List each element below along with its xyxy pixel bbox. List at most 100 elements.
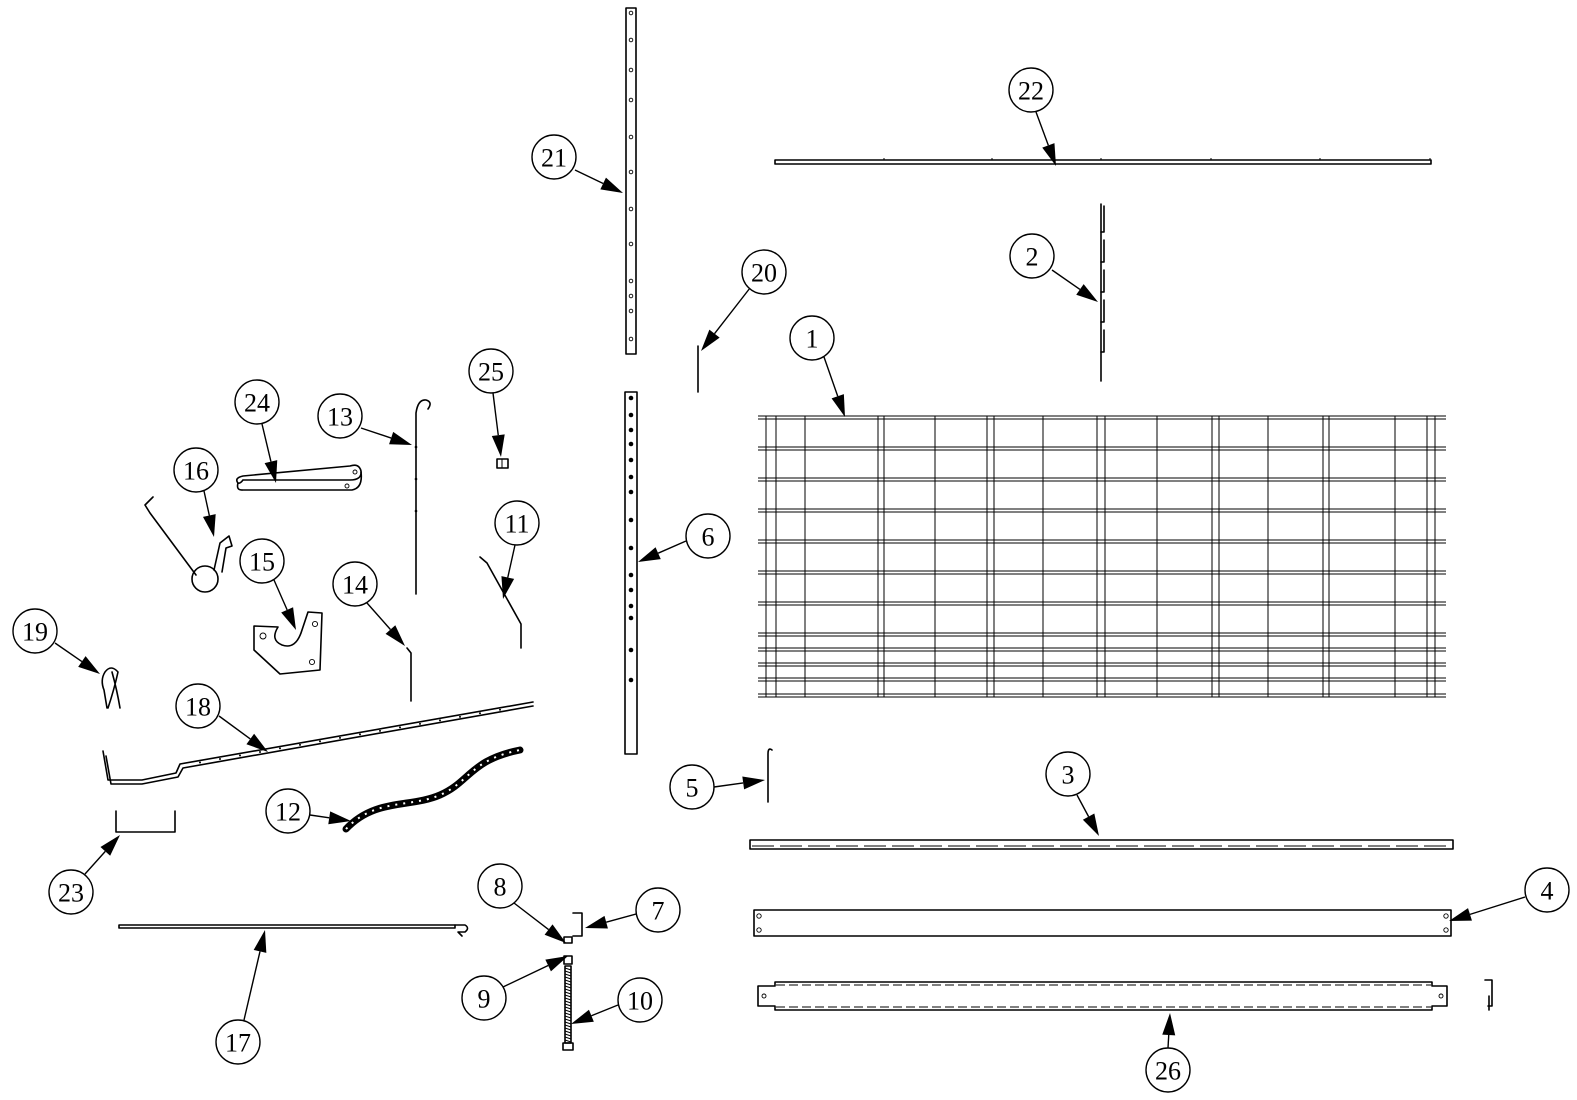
balloon-5: 5	[669, 764, 715, 810]
balloon-2: 2	[1009, 233, 1055, 279]
leader-line-25	[492, 392, 499, 436]
balloon-10: 10	[617, 977, 663, 1023]
balloon-label-9: 9	[478, 985, 491, 1014]
arrowhead-24	[264, 460, 278, 483]
balloon-label-26: 26	[1155, 1057, 1181, 1086]
balloon-label-7: 7	[652, 897, 665, 926]
arrowhead-14	[385, 625, 405, 646]
balloon-circle-18	[175, 683, 221, 729]
leader-line-21	[574, 169, 604, 185]
leader-line-20	[713, 287, 751, 335]
balloon-circle-25	[468, 348, 514, 394]
balloon-circle-22	[1008, 67, 1054, 113]
balloon-23: 23	[48, 869, 94, 915]
balloon-label-6: 6	[702, 523, 715, 552]
part-3-flat-bar	[749, 839, 1454, 850]
balloon-label-18: 18	[185, 693, 211, 722]
balloon-label-23: 23	[58, 879, 84, 908]
leader-line-2	[1051, 269, 1081, 291]
part-23-u-channel	[115, 810, 176, 833]
leader-line-17	[243, 951, 261, 1021]
balloon-17: 17	[215, 1019, 261, 1065]
part-5-hook	[767, 748, 773, 803]
balloon-label-20: 20	[751, 259, 777, 288]
leader-line-11	[507, 544, 516, 578]
balloon-label-25: 25	[478, 358, 504, 387]
balloon-circle-1	[789, 315, 835, 361]
part-25-block	[496, 458, 509, 469]
leader-line-19	[54, 642, 83, 663]
balloon-1: 1	[789, 315, 835, 361]
balloon-16: 16	[173, 447, 219, 493]
part-6-upright	[624, 391, 638, 755]
arrowhead-11	[501, 576, 515, 599]
arrowhead-16	[202, 514, 216, 537]
part-14-hook-rod	[406, 647, 412, 702]
balloon-label-17: 17	[225, 1029, 251, 1058]
balloon-9: 9	[461, 975, 507, 1021]
arrowhead-1	[831, 394, 845, 417]
balloon-label-16: 16	[183, 457, 209, 486]
balloon-circle-13	[317, 393, 363, 439]
balloon-label-19: 19	[22, 618, 48, 647]
arrowhead-19	[78, 656, 100, 674]
balloon-label-2: 2	[1026, 243, 1039, 272]
balloon-13: 13	[317, 393, 363, 439]
arrowhead-25	[491, 434, 505, 457]
arrowhead-2	[1076, 284, 1098, 302]
leader-line-15	[273, 579, 288, 611]
arrowhead-10	[571, 1009, 594, 1024]
leader-line-5	[713, 782, 744, 788]
leader-arrows	[54, 111, 1526, 1049]
balloon-18: 18	[175, 683, 221, 729]
balloon-circle-17	[215, 1019, 261, 1065]
leader-line-7	[606, 913, 637, 923]
arrowhead-17	[253, 930, 267, 953]
balloon-14: 14	[332, 561, 378, 607]
balloon-24: 24	[234, 379, 280, 425]
arrowhead-9	[545, 956, 568, 972]
balloon-circle-16	[173, 447, 219, 493]
balloon-label-24: 24	[244, 389, 270, 418]
part-26-notched-bar	[757, 979, 1493, 1011]
part-4-channel	[753, 909, 1452, 937]
balloon-circle-24	[234, 379, 280, 425]
arrowhead-18	[246, 733, 268, 752]
arrowhead-23	[100, 835, 120, 856]
balloon-circle-10	[617, 977, 663, 1023]
leader-line-18	[218, 715, 251, 740]
arrowhead-3	[1082, 813, 1099, 836]
balloon-26: 26	[1145, 1047, 1191, 1093]
leader-line-23	[84, 850, 106, 875]
balloon-19: 19	[12, 608, 58, 654]
arrowhead-26	[1162, 1013, 1176, 1036]
balloon-circle-19	[12, 608, 58, 654]
part-10-bolt	[562, 965, 574, 1051]
balloon-label-8: 8	[494, 873, 507, 902]
part-8-nut	[563, 936, 573, 944]
part-1-wire-grid	[758, 415, 1446, 698]
part-2-bracket	[1100, 203, 1105, 382]
balloon-label-12: 12	[275, 798, 301, 827]
balloon-22: 22	[1008, 67, 1054, 113]
balloon-circle-9	[461, 975, 507, 1021]
balloon-circle-12	[265, 788, 311, 834]
balloon-20: 20	[741, 249, 787, 295]
balloon-8: 8	[477, 863, 523, 909]
arrowhead-7	[585, 915, 608, 929]
leader-line-12	[309, 814, 330, 819]
balloon-circle-23	[48, 869, 94, 915]
balloon-label-5: 5	[686, 774, 699, 803]
leader-line-26	[1167, 1034, 1170, 1049]
part-12-curved-strip	[342, 746, 524, 833]
leader-line-10	[591, 1004, 619, 1017]
balloon-11: 11	[494, 500, 540, 546]
balloon-label-13: 13	[327, 403, 353, 432]
balloon-label-22: 22	[1018, 77, 1044, 106]
balloon-circle-3	[1045, 751, 1091, 797]
balloon-circle-14	[332, 561, 378, 607]
arrowhead-22	[1042, 143, 1056, 166]
part-18-rail	[102, 701, 534, 785]
balloon-label-1: 1	[806, 325, 819, 354]
arrowhead-13	[389, 431, 412, 445]
